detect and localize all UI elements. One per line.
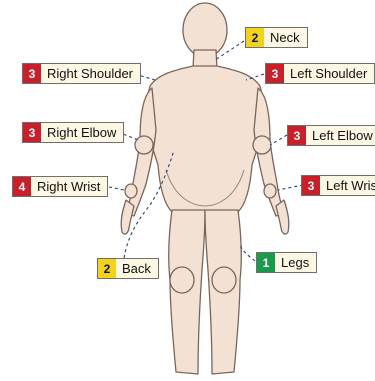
- label-text: Right Elbow: [41, 123, 123, 142]
- label-left-shoulder: 3 Left Shoulder: [265, 63, 375, 84]
- severity-badge: 4: [13, 177, 31, 196]
- severity-badge: 3: [266, 64, 284, 83]
- label-right-shoulder: 3 Right Shoulder: [22, 63, 141, 84]
- label-text: Legs: [275, 253, 316, 272]
- label-text: Left Elbow: [306, 126, 375, 145]
- head: [183, 3, 227, 57]
- label-text: Left Wrist: [320, 176, 375, 195]
- label-text: Right Shoulder: [41, 64, 140, 83]
- severity-badge: 2: [98, 259, 116, 278]
- severity-badge: 3: [23, 123, 41, 142]
- right-wrist-joint: [125, 184, 137, 198]
- label-neck: 2 Neck: [245, 27, 308, 48]
- label-text: Neck: [264, 28, 307, 47]
- label-left-elbow: 3 Left Elbow: [287, 125, 375, 146]
- severity-badge: 1: [257, 253, 275, 272]
- right-knee: [170, 267, 194, 293]
- label-left-wrist: 3 Left Wrist: [301, 175, 375, 196]
- label-text: Right Wrist: [31, 177, 107, 196]
- label-back: 2 Back: [97, 258, 159, 279]
- left-elbow-joint: [253, 136, 271, 154]
- torso: [147, 66, 263, 212]
- left-knee: [212, 267, 236, 293]
- severity-badge: 2: [246, 28, 264, 47]
- severity-badge: 3: [302, 176, 320, 195]
- right-hand: [121, 200, 134, 234]
- severity-badge: 3: [23, 64, 41, 83]
- label-text: Back: [116, 259, 158, 278]
- left-wrist-joint: [264, 184, 276, 198]
- label-right-elbow: 3 Right Elbow: [22, 122, 124, 143]
- left-hand: [276, 200, 289, 234]
- severity-badge: 3: [288, 126, 306, 145]
- label-right-wrist: 4 Right Wrist: [12, 176, 108, 197]
- label-text: Left Shoulder: [284, 64, 374, 83]
- neck: [193, 50, 217, 68]
- label-legs: 1 Legs: [256, 252, 317, 273]
- right-elbow-joint: [135, 136, 153, 154]
